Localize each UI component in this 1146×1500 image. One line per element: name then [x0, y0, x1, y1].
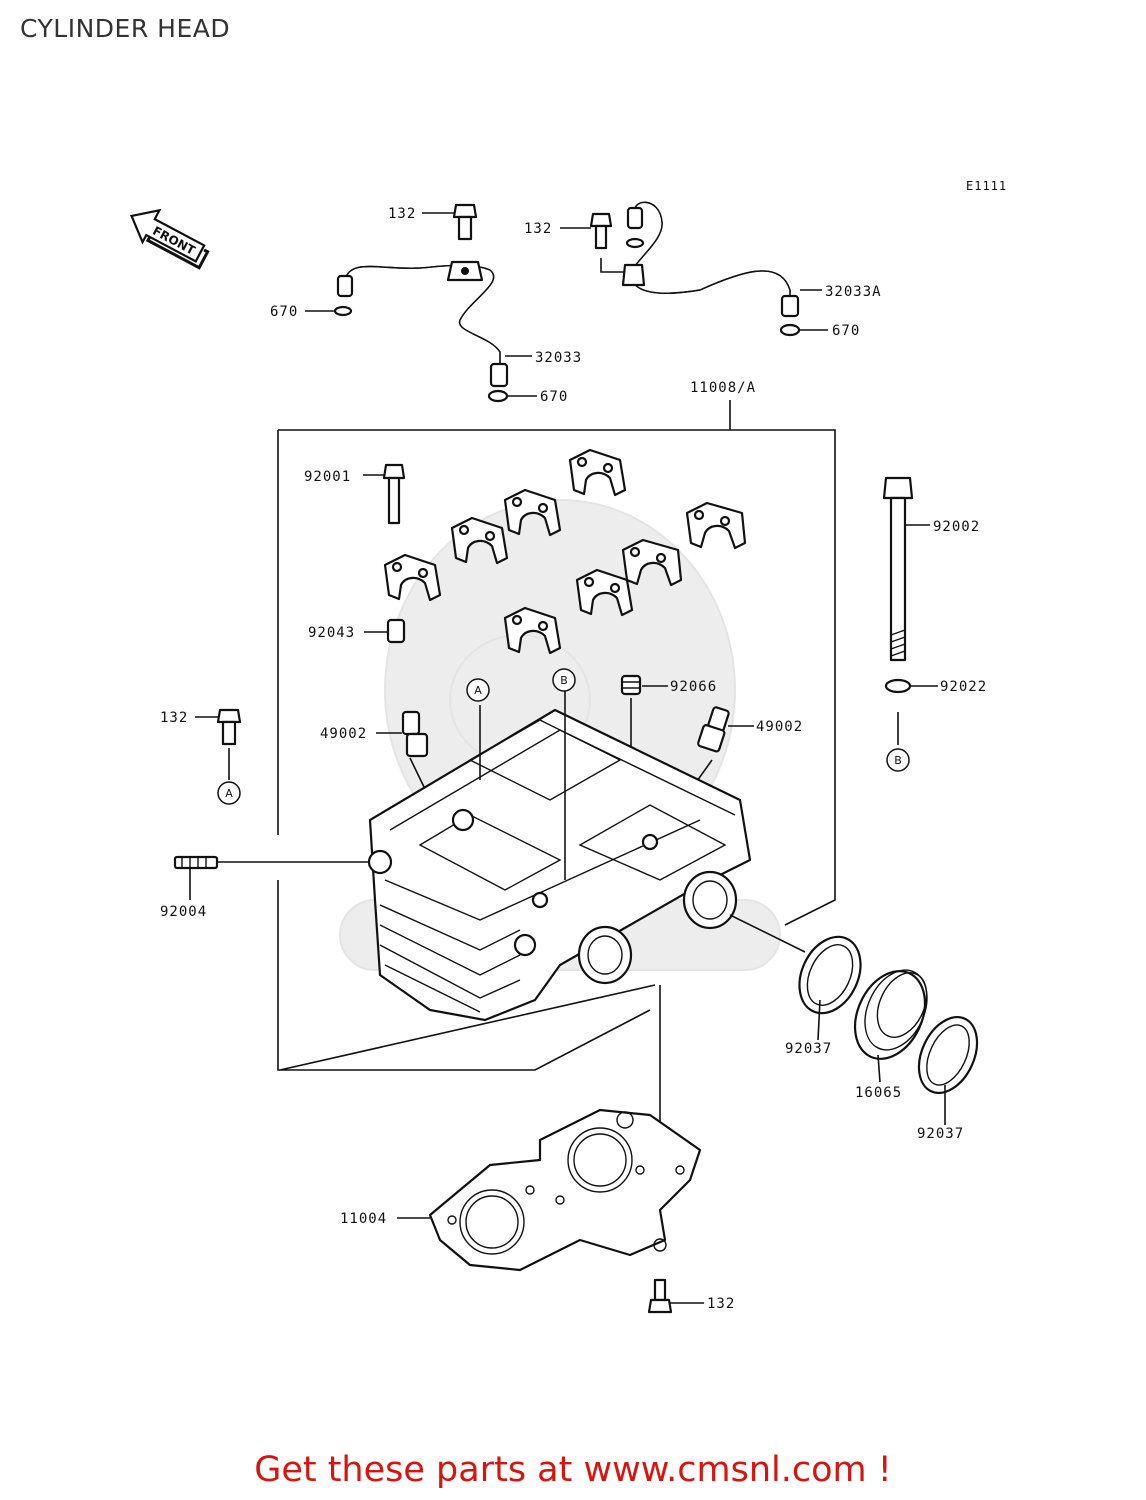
part-labels: 132 132 670 32033A 670 32033 670 11008/A… — [160, 206, 987, 1312]
label-132-a: 132 — [388, 206, 416, 222]
label-92022: 92022 — [940, 679, 987, 695]
label-670-a: 670 — [270, 304, 298, 320]
bolt-92001 — [382, 463, 406, 525]
label-92001: 92001 — [304, 469, 351, 485]
label-92037-a: 92037 — [785, 1041, 832, 1057]
front-arrow-icon: FRONT — [130, 208, 210, 270]
marker-a-upper: A — [466, 678, 490, 702]
clamp-92037-upper — [798, 935, 862, 1015]
label-670-b: 670 — [832, 323, 860, 339]
o-ring-670-a — [333, 305, 353, 317]
label-92043: 92043 — [308, 625, 355, 641]
bolt-132-top-left — [452, 203, 478, 241]
bolt-132-left — [216, 708, 242, 746]
marker-b-upper: B — [552, 668, 576, 692]
leader-lines — [189, 212, 946, 1304]
plug-49002-left — [401, 710, 429, 758]
label-16065: 16065 — [855, 1085, 902, 1101]
assembly-frame-11008a — [277, 429, 836, 1071]
plug-92066 — [620, 674, 642, 696]
intake-holder-16065 — [853, 969, 928, 1060]
cylinder-head-body — [367, 708, 752, 1022]
dowel-pin-92043 — [386, 618, 406, 644]
oil-pipe-32033a — [621, 201, 800, 318]
bolt-92002 — [882, 476, 914, 662]
cylinder-head-gasket-11004 — [428, 1108, 702, 1272]
label-132-d: 132 — [707, 1296, 735, 1312]
label-11008a: 11008/A — [690, 380, 756, 396]
o-ring-670-b — [779, 323, 801, 337]
label-132-b: 132 — [524, 221, 552, 237]
svg-text:A: A — [225, 787, 233, 800]
bolt-132-bottom — [647, 1278, 673, 1314]
label-132-c: 132 — [160, 710, 188, 726]
marker-a-lower: A — [217, 781, 241, 805]
page-title: CYLINDER HEAD — [20, 14, 231, 43]
label-11004: 11004 — [340, 1211, 387, 1227]
label-92066: 92066 — [670, 679, 717, 695]
marker-b-lower: B — [886, 748, 910, 772]
label-32033a: 32033A — [825, 284, 882, 300]
diagram-code: E1111 — [966, 179, 1007, 193]
label-670-c: 670 — [540, 389, 568, 405]
promo-link-text[interactable]: Get these parts at www.cmsnl.com ! — [254, 1450, 892, 1490]
washer-92022 — [884, 678, 912, 694]
stud-92004 — [173, 855, 219, 870]
label-49002-a: 49002 — [320, 726, 367, 742]
label-49002-b: 49002 — [756, 719, 803, 735]
plug-49002-right — [697, 706, 730, 753]
oil-pipe-32033 — [336, 260, 509, 388]
svg-text:B: B — [560, 674, 568, 687]
svg-text:B: B — [894, 754, 902, 767]
label-92037-b: 92037 — [917, 1126, 964, 1142]
o-ring-670-d — [625, 237, 645, 249]
camshaft-caps — [383, 448, 747, 655]
o-ring-670-c — [487, 389, 509, 403]
label-32033: 32033 — [535, 350, 582, 366]
bolt-132-top-right — [589, 212, 625, 273]
label-92002: 92002 — [933, 519, 980, 535]
svg-text:A: A — [474, 684, 482, 697]
label-92004: 92004 — [160, 904, 207, 920]
clamp-92037-lower — [917, 1016, 979, 1094]
